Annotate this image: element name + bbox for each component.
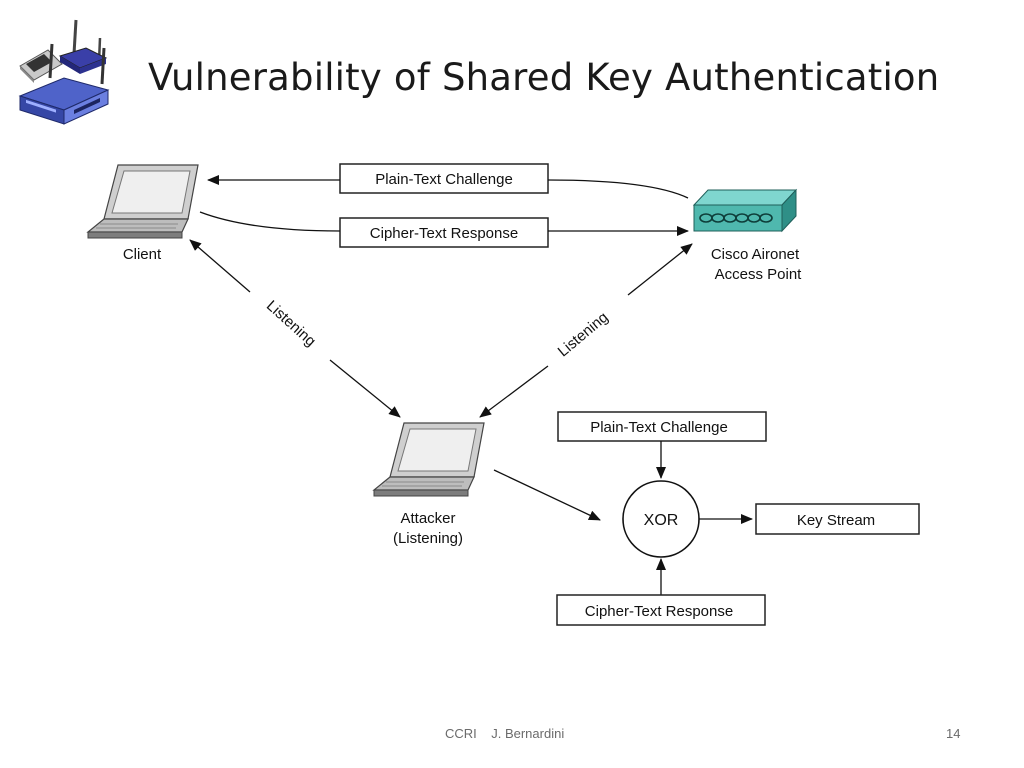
key-stream-label: Key Stream bbox=[797, 512, 875, 529]
response-curve-line bbox=[199, 211, 341, 232]
attacker-label-line1: Attacker bbox=[400, 510, 455, 527]
cipher-text-response-box bbox=[339, 217, 549, 248]
access-point-label-line2: Access Point bbox=[715, 266, 803, 283]
plain-text-challenge-input-label: Plain-Text Challenge bbox=[590, 419, 728, 436]
plain-text-challenge-label: Plain-Text Challenge bbox=[375, 171, 513, 188]
listening-right-label: Listening bbox=[555, 309, 612, 361]
attacker-label-line2: (Listening) bbox=[393, 530, 463, 547]
slide-title: Vulnerability of Shared Key Authenticati… bbox=[148, 56, 940, 99]
plain-text-challenge-input-box bbox=[557, 411, 767, 442]
cipher-text-response-input-box bbox=[556, 594, 766, 626]
main-router-icon bbox=[18, 43, 110, 125]
client-label: Client bbox=[123, 246, 162, 263]
access-point-label-line1: Cisco Aironet bbox=[711, 246, 800, 263]
xor-label: XOR bbox=[644, 512, 679, 529]
listening-left-label: Listening bbox=[263, 297, 319, 350]
key-stream-box bbox=[755, 503, 920, 535]
small-router-icon bbox=[58, 19, 108, 74]
cipher-text-response-label: Cipher-Text Response bbox=[370, 225, 518, 242]
attacker-laptop-icon bbox=[372, 422, 485, 497]
listening-right-arrow-up bbox=[627, 243, 693, 296]
listening-left-arrow-up bbox=[189, 239, 251, 293]
cipher-text-response-input-label: Cipher-Text Response bbox=[585, 603, 733, 620]
client-laptop-icon bbox=[86, 164, 199, 239]
attacker-to-xor-arrow bbox=[493, 469, 601, 521]
page-number: 14 bbox=[946, 726, 961, 741]
listening-right-arrow-down bbox=[479, 365, 549, 418]
logo bbox=[14, 14, 114, 129]
wireless-router-icon bbox=[18, 19, 110, 125]
challenge-curve-line bbox=[547, 179, 689, 199]
plain-text-challenge-box bbox=[339, 163, 549, 194]
footer-text: CCRI J. Bernardini bbox=[445, 726, 565, 741]
listening-left-arrow-down bbox=[329, 359, 401, 418]
access-point-icon bbox=[692, 188, 798, 233]
